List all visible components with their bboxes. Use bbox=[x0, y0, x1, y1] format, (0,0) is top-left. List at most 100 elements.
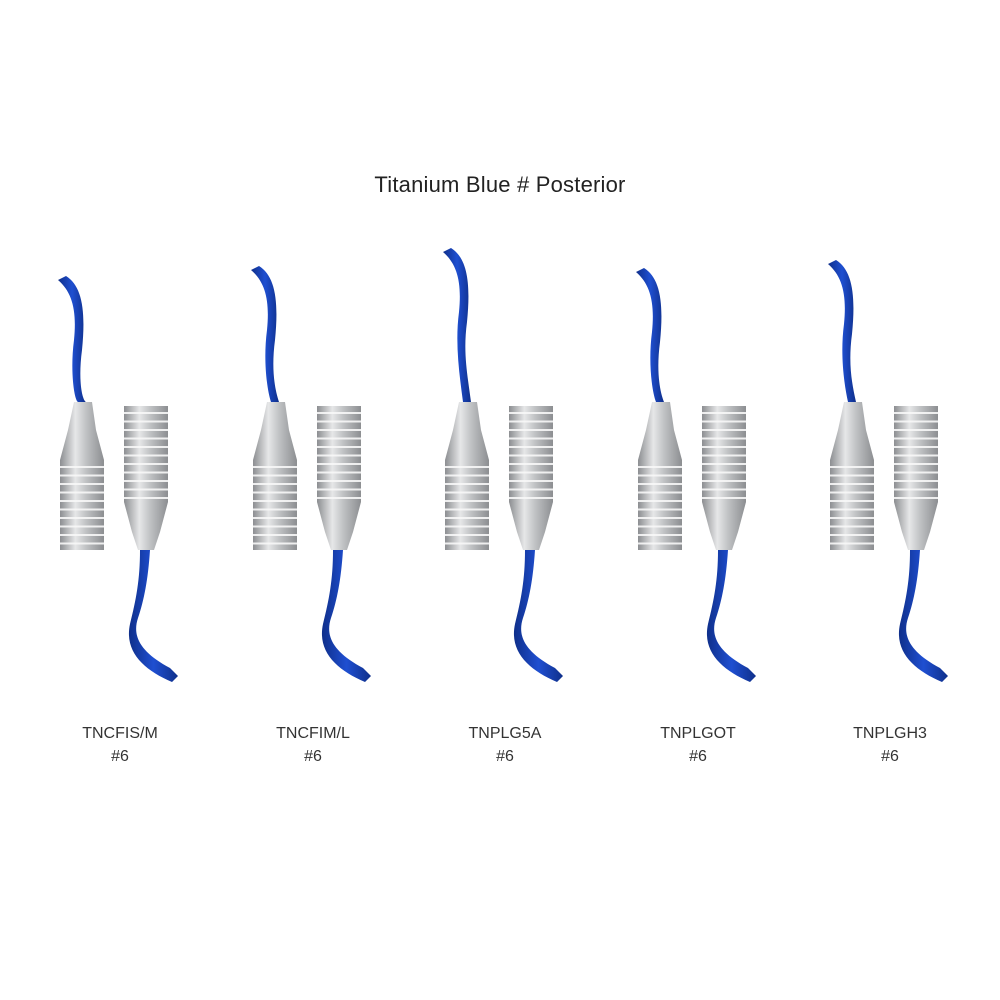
handle-ring bbox=[894, 429, 938, 431]
handle-ring bbox=[253, 534, 297, 536]
handle-ring bbox=[638, 500, 682, 502]
handle-ring bbox=[830, 534, 874, 536]
handle-ring bbox=[894, 446, 938, 448]
handle-ring bbox=[702, 429, 746, 431]
handle-ring bbox=[830, 500, 874, 502]
handle-ring bbox=[317, 412, 361, 414]
handle-ring bbox=[124, 446, 168, 448]
handle-ring bbox=[638, 542, 682, 545]
handle-ring bbox=[60, 508, 104, 511]
instrument-caption: TNCFIM/L#6 bbox=[213, 722, 413, 768]
handle-ring bbox=[509, 463, 553, 465]
instrument-caption: TNPLGH3#6 bbox=[790, 722, 990, 768]
handle-right bbox=[702, 406, 746, 550]
handle-ring bbox=[124, 412, 168, 414]
handle-ring bbox=[124, 420, 168, 423]
handle-ring bbox=[509, 437, 553, 440]
handle-ring bbox=[60, 483, 104, 485]
handle-ring bbox=[830, 491, 874, 494]
handle-ring bbox=[894, 497, 938, 499]
handle-ring bbox=[702, 471, 746, 474]
handle-ring bbox=[124, 471, 168, 474]
handle-ring bbox=[60, 534, 104, 536]
blue-tip-top bbox=[636, 268, 664, 402]
handle-ring bbox=[317, 488, 361, 491]
handle-ring bbox=[60, 466, 104, 468]
blue-tip-top bbox=[828, 260, 856, 402]
handle-ring bbox=[124, 497, 168, 499]
handle-ring bbox=[509, 446, 553, 448]
handle-ring bbox=[445, 525, 489, 528]
instrument-code: TNCFIS/M bbox=[82, 725, 158, 742]
handle-ring bbox=[124, 429, 168, 431]
instrument-1 bbox=[20, 240, 220, 700]
handle-ring bbox=[60, 517, 104, 519]
handle-ring bbox=[60, 525, 104, 528]
handle-ring bbox=[317, 471, 361, 474]
handle-ring bbox=[509, 488, 553, 491]
instrument-illustration bbox=[58, 276, 178, 682]
handle-ring bbox=[445, 508, 489, 511]
page-title: Titanium Blue # Posterior bbox=[374, 172, 626, 197]
instrument-size: #6 bbox=[304, 748, 322, 765]
handle-ring bbox=[894, 420, 938, 423]
handle-ring bbox=[317, 497, 361, 499]
handle-ring bbox=[702, 480, 746, 482]
handle-ring bbox=[445, 517, 489, 519]
instrument-5 bbox=[790, 240, 990, 700]
handle-ring bbox=[894, 437, 938, 440]
handle-ring bbox=[253, 466, 297, 468]
handle-ring bbox=[317, 437, 361, 440]
handle-ring bbox=[638, 517, 682, 519]
blue-tip-bottom bbox=[898, 550, 948, 682]
handle-right bbox=[124, 406, 168, 550]
handle-ring bbox=[830, 474, 874, 477]
handle-ring bbox=[124, 454, 168, 457]
handle-ring bbox=[702, 420, 746, 423]
handle-ring bbox=[830, 466, 874, 468]
handle-ring bbox=[830, 525, 874, 528]
handle-ring bbox=[509, 480, 553, 482]
handle-ring bbox=[253, 474, 297, 477]
instrument-size: #6 bbox=[881, 748, 899, 765]
handle-ring bbox=[445, 483, 489, 485]
blue-tip-top bbox=[58, 276, 86, 402]
instrument-size: #6 bbox=[496, 748, 514, 765]
handle-ring bbox=[253, 483, 297, 485]
handle-ring bbox=[638, 534, 682, 536]
handle-ring bbox=[509, 454, 553, 457]
handle-ring bbox=[509, 471, 553, 474]
handle-ring bbox=[317, 446, 361, 448]
handle-ring bbox=[317, 480, 361, 482]
handle-ring bbox=[445, 474, 489, 477]
handle-ring bbox=[60, 491, 104, 494]
handle-ring bbox=[317, 463, 361, 465]
instrument-3 bbox=[405, 240, 605, 700]
instrument-caption: TNPLG5A#6 bbox=[405, 722, 605, 768]
handle-ring bbox=[253, 491, 297, 494]
instrument-illustration bbox=[443, 248, 563, 682]
handle-ring bbox=[445, 534, 489, 536]
handle-ring bbox=[253, 500, 297, 502]
handle-ring bbox=[830, 483, 874, 485]
handle-ring bbox=[124, 480, 168, 482]
handle-ring bbox=[253, 525, 297, 528]
handle-ring bbox=[509, 429, 553, 431]
handle-ring bbox=[830, 517, 874, 519]
handle-ring bbox=[894, 488, 938, 491]
handle-ring bbox=[830, 508, 874, 511]
handle-ring bbox=[894, 454, 938, 457]
blue-tip-bottom bbox=[128, 550, 178, 682]
handle-ring bbox=[253, 517, 297, 519]
handle-ring bbox=[638, 525, 682, 528]
handle-ring bbox=[702, 437, 746, 440]
handle-ring bbox=[638, 508, 682, 511]
blue-tip-top bbox=[443, 248, 471, 402]
handle-ring bbox=[638, 466, 682, 468]
blue-tip-bottom bbox=[706, 550, 756, 682]
handle-ring bbox=[830, 542, 874, 545]
handle-ring bbox=[894, 412, 938, 414]
blue-tip-bottom bbox=[321, 550, 371, 682]
blue-tip-bottom bbox=[513, 550, 563, 682]
handle-right bbox=[894, 406, 938, 550]
